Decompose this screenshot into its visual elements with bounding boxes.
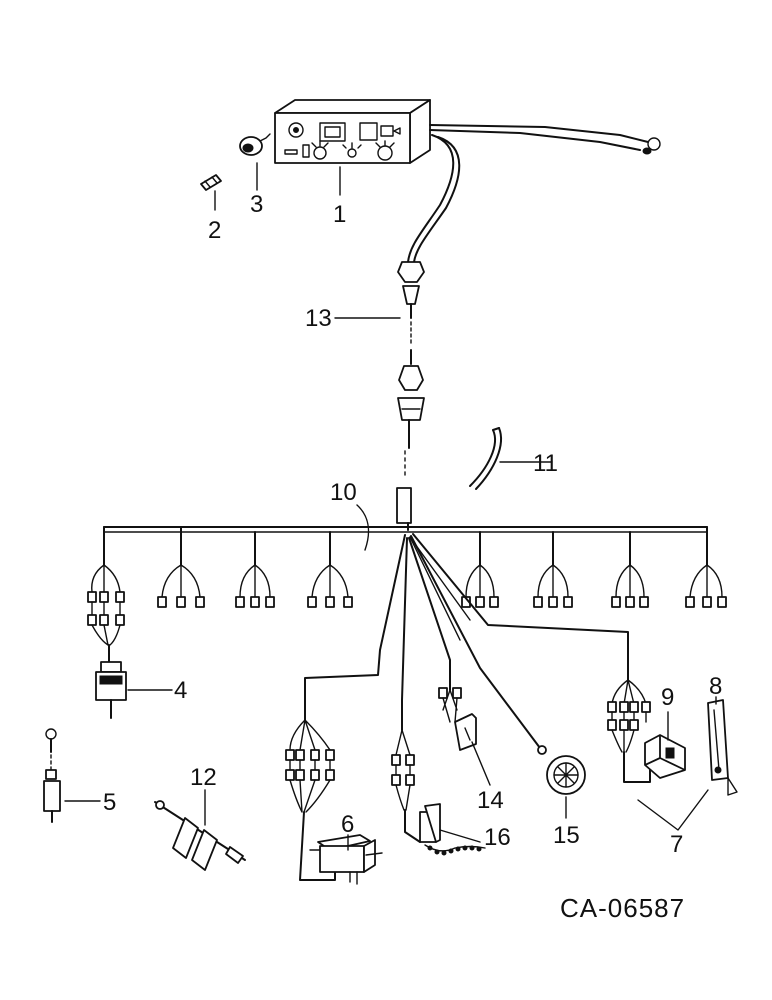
callout-12: 12 [190, 764, 217, 791]
monitor-console [274, 99, 661, 263]
callout-6: 6 [341, 811, 354, 838]
callout-14: 14 [477, 787, 504, 814]
relay-module [285, 719, 383, 885]
callout-7: 7 [670, 831, 683, 858]
switch-assembly [607, 679, 738, 796]
callout-11: 11 [533, 450, 558, 477]
tie-strap [469, 427, 502, 490]
callout-8: 8 [709, 673, 722, 700]
leader-lines [64, 162, 717, 851]
ring-terminal-lead [43, 728, 61, 823]
fuse-holder [239, 133, 271, 156]
sensor-connector [87, 601, 127, 719]
switch-bracket [438, 687, 477, 751]
callout-9: 9 [661, 684, 674, 711]
harness-connector [397, 261, 425, 479]
speed-sensor [391, 729, 486, 856]
figure-code: CA-06587 [560, 893, 685, 923]
callout-labels: 1 2 3 4 5 6 7 8 9 10 11 12 13 14 15 16 C… [103, 191, 722, 923]
callout-4: 4 [174, 677, 187, 704]
sender-gauge [537, 745, 586, 795]
callout-10: 10 [330, 479, 357, 506]
callout-13: 13 [305, 305, 332, 332]
callout-5: 5 [103, 789, 116, 816]
callout-1: 1 [333, 201, 346, 228]
fuse [200, 174, 222, 191]
callout-15: 15 [553, 822, 580, 849]
callout-3: 3 [250, 191, 263, 218]
callout-16: 16 [484, 824, 511, 851]
main-harness [87, 487, 727, 749]
callout-2: 2 [208, 217, 221, 244]
jumper-lead [154, 800, 246, 871]
